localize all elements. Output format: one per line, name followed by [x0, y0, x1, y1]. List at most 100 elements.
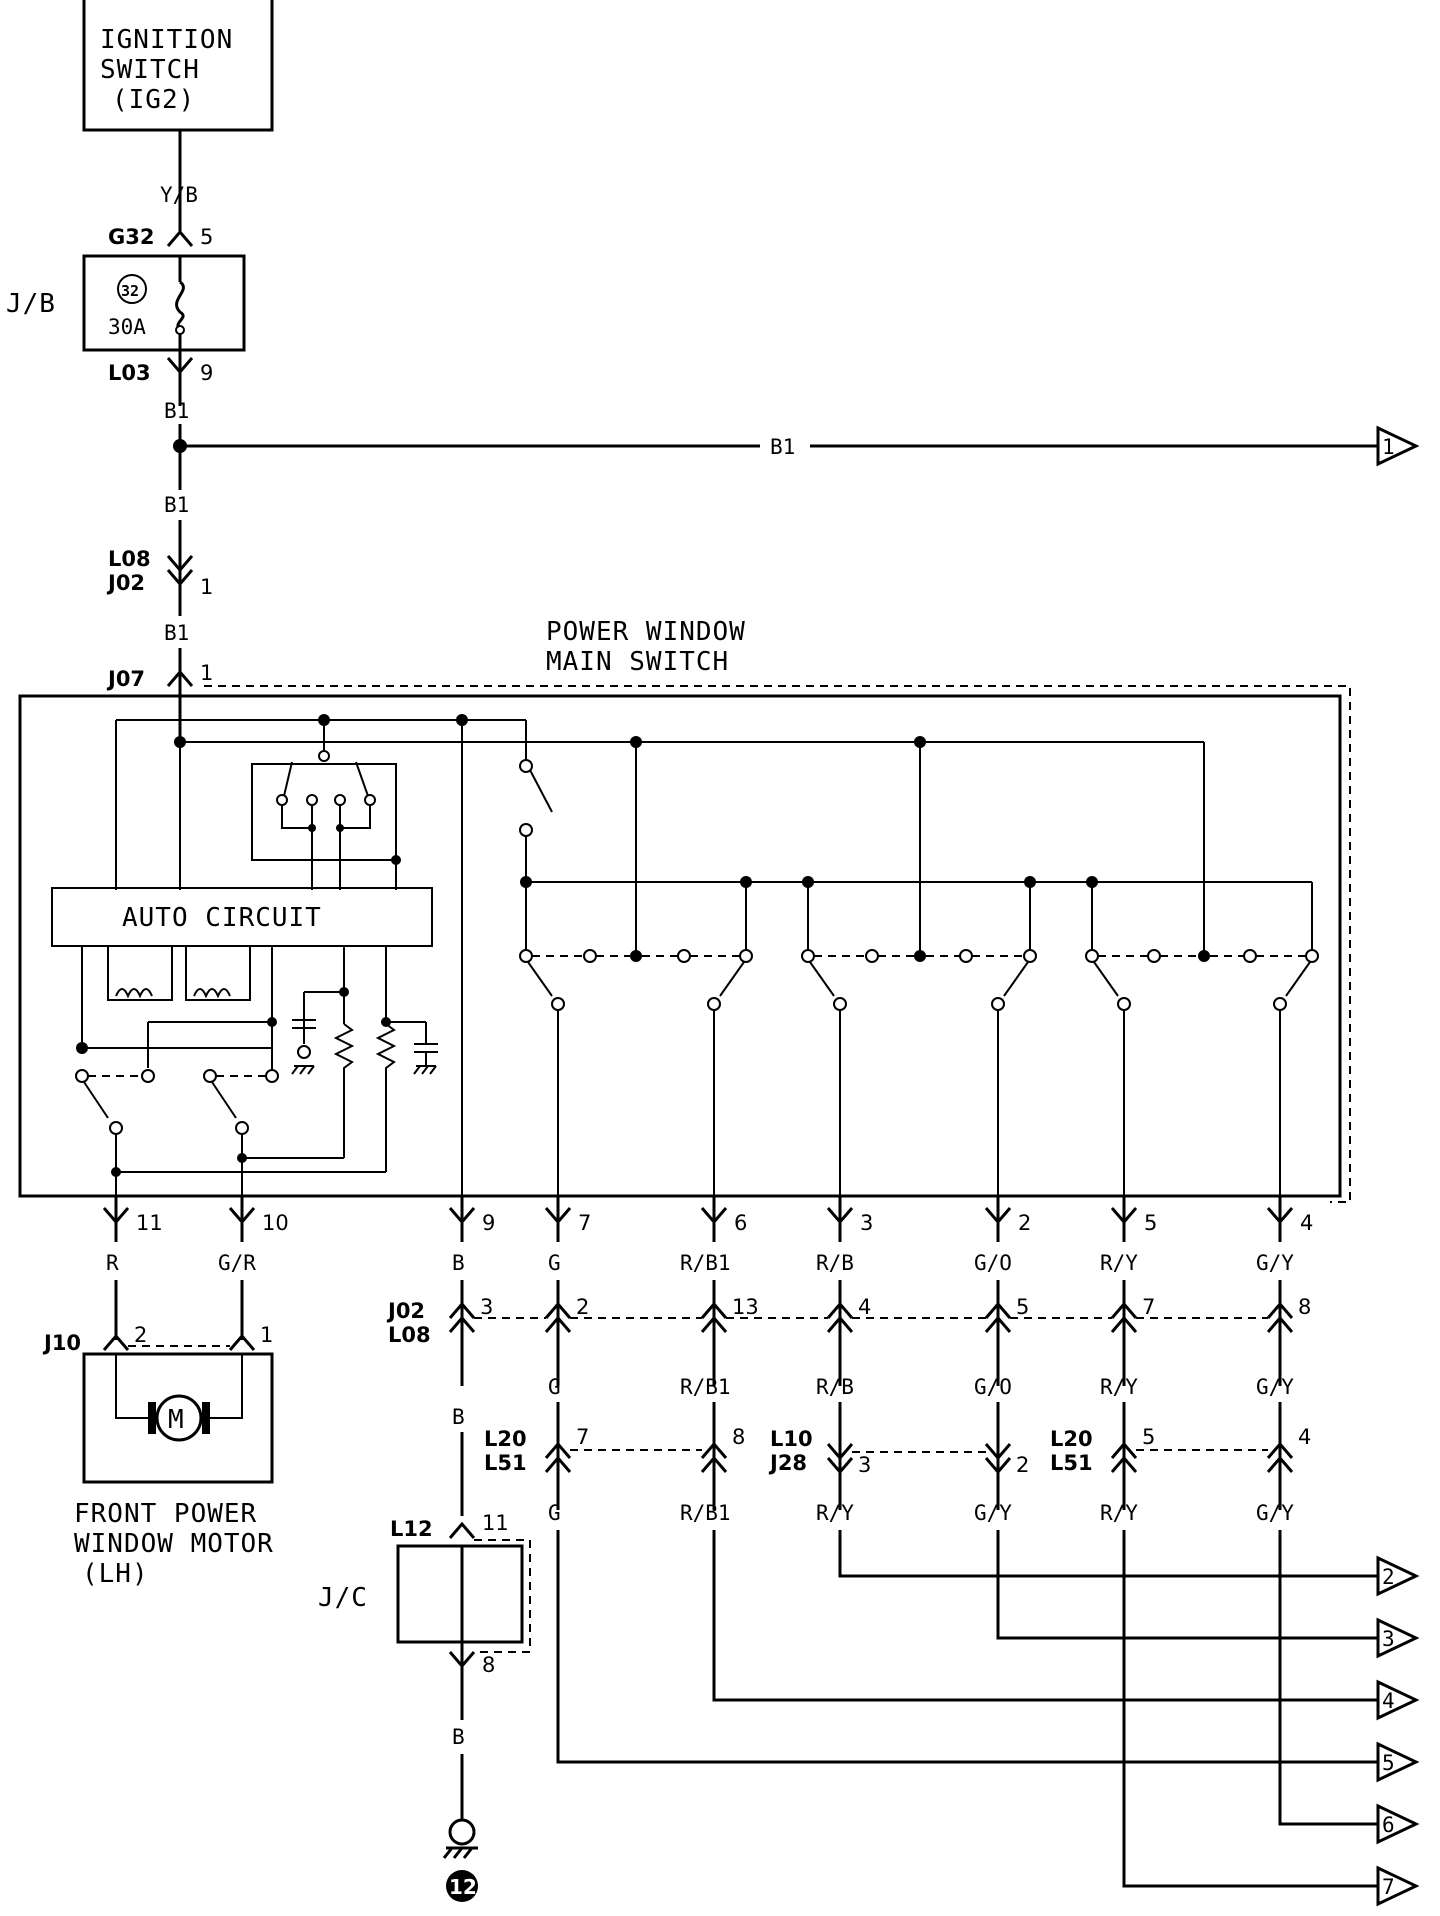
wire-label-b1-c: B1 [164, 621, 189, 645]
output-label-7: 7 [1382, 1875, 1395, 1899]
wire-gr: G/R [218, 1251, 256, 1275]
pin-l20-4: 4 [1298, 1425, 1311, 1449]
pin-sw-6: 6 [734, 1211, 747, 1235]
connector-label-l08-a: L08 [108, 547, 151, 571]
wire-r: R [106, 1251, 119, 1275]
fuse-number: 32 [121, 282, 139, 300]
output-label-4: 4 [1382, 1689, 1395, 1713]
pin-l10-3: 3 [858, 1453, 871, 1477]
junction-block: J/B 32 30A [6, 254, 246, 352]
pin-j10-1: 1 [260, 1323, 273, 1347]
wire-rb1: R/B1 [680, 1251, 731, 1275]
wire-ground-b: B [452, 1725, 465, 1749]
jc-label: J/C [318, 1583, 368, 1613]
connector-label-l10: L10 [770, 1427, 813, 1451]
connector-j07 [166, 669, 194, 687]
connector-label-g32: G32 [108, 225, 154, 249]
wire-label-yb: Y/B [160, 183, 198, 207]
connector-row-l20-l51: L20 L51 7 8 L10 J28 3 2 L20 L51 5 4 G R/… [460, 1402, 1311, 1525]
motor-label-2: WINDOW MOTOR [74, 1529, 274, 1559]
wire-low-gy-b: G/Y [1256, 1501, 1294, 1525]
output-label-2: 2 [1382, 1565, 1395, 1589]
front-power-window-motor: J10 2 1 M FRONT POWER WINDOW MOTOR (LH) [42, 1280, 274, 1589]
pin-sw-7: 7 [578, 1211, 591, 1235]
connector-row-j02-l08: J02 L08 3 2 13 4 5 7 8 G R/B1 R/B G/O R/… [386, 1280, 1311, 1429]
switch-output-pins: 11 10 9 7 6 3 2 5 4 R G/R B G R/B1 R/B G… [102, 1196, 1313, 1275]
pin-sw-2: 2 [1018, 1211, 1031, 1235]
connector-label-j07: J07 [106, 667, 145, 691]
pin-sw-4: 4 [1300, 1211, 1313, 1235]
ground-terminal [448, 1818, 476, 1846]
connector-label-l12: L12 [390, 1517, 433, 1541]
output-arrow-3 [1376, 1617, 1420, 1659]
fuse-rating: 30A [108, 315, 146, 339]
wire-g: G [548, 1251, 561, 1275]
switch-pair-3 [1085, 949, 1319, 1011]
main-switch-label-2: MAIN SWITCH [546, 647, 729, 677]
output-arrow-5 [1376, 1741, 1420, 1783]
wire-low-gy-a: G/Y [974, 1501, 1012, 1525]
switch-pair-2 [801, 949, 1037, 1011]
output-label-1: 1 [1382, 435, 1395, 459]
pin-sw-10: 10 [262, 1211, 289, 1235]
pin-sw-5: 5 [1144, 1211, 1157, 1235]
wire-ry: R/Y [1100, 1251, 1138, 1275]
pin-l10-2: 2 [1016, 1453, 1029, 1477]
power-window-main-switch: AUTO CIRCUIT [18, 685, 1351, 1203]
connector-g32 [166, 229, 194, 247]
pin-l20-7: 7 [576, 1425, 589, 1449]
ignition-label-1: IGNITION [100, 25, 233, 55]
wire-rb: R/B [816, 1251, 854, 1275]
wire-mid-ry: R/Y [1100, 1375, 1138, 1399]
wire-mid-rb1: R/B1 [680, 1375, 731, 1399]
output-label-5: 5 [1382, 1751, 1395, 1775]
pin-j02-4: 4 [858, 1295, 871, 1319]
ignition-label-3: (IG2) [112, 85, 195, 115]
wire-label-b1-b: B1 [164, 493, 189, 517]
output-arrow-7 [1376, 1865, 1420, 1907]
jb-label: J/B [6, 289, 56, 319]
connector-l03 [166, 357, 194, 375]
output-arrow-2 [1376, 1555, 1420, 1597]
wire-low-g: G [548, 1501, 561, 1525]
output-routing: 2 3 4 5 6 7 [556, 1530, 1420, 1907]
connector-label-l03: L03 [108, 361, 151, 385]
pin-j02-2: 2 [576, 1295, 589, 1319]
output-label-6: 6 [1382, 1813, 1395, 1837]
connector-label-j02-b: J02 [386, 1299, 425, 1323]
switch-pair-1 [519, 949, 753, 1011]
wire-low-ry-a: R/Y [816, 1501, 854, 1525]
ignition-label-2: SWITCH [100, 55, 200, 85]
joint-connector: L12 11 J/C 8 B 12 [318, 1511, 531, 1902]
wire-gy: G/Y [1256, 1251, 1294, 1275]
auto-circuit-label: AUTO CIRCUIT [122, 903, 322, 933]
ground-number-badge [446, 1870, 478, 1902]
pin-l08-j02-top: 1 [200, 575, 213, 599]
pin-l12: 11 [482, 1511, 509, 1535]
output-label-3: 3 [1382, 1627, 1395, 1651]
ignition-switch: IGNITION SWITCH (IG2) [82, 0, 274, 132]
connector-label-l20-a: L20 [484, 1427, 527, 1451]
connector-label-l51-b: L51 [1050, 1451, 1093, 1475]
output-arrow-1 [1376, 425, 1420, 467]
wire-mid-rb: R/B [816, 1375, 854, 1399]
connector-label-j28: J28 [768, 1451, 807, 1475]
pin-j02-3: 3 [480, 1295, 493, 1319]
output-arrow-4 [1376, 1679, 1420, 1721]
motor-label-3: (LH) [82, 1559, 149, 1589]
output-arrow-6 [1376, 1803, 1420, 1845]
wire-b: B [452, 1251, 465, 1275]
pin-l03: 9 [200, 361, 213, 385]
connector-label-l08-b: L08 [388, 1323, 431, 1347]
pin-j07: 1 [200, 661, 213, 685]
main-switch-label-1: POWER WINDOW [546, 617, 746, 647]
motor-label-1: FRONT POWER [74, 1499, 257, 1529]
wire-go: G/O [974, 1251, 1012, 1275]
ground-number: 12 [449, 1875, 477, 1899]
wire-mid-gy: G/Y [1256, 1375, 1294, 1399]
pin-jc-8: 8 [482, 1653, 495, 1677]
pin-g32: 5 [200, 225, 213, 249]
wire-mid-g: G [548, 1375, 561, 1399]
motor-symbol: M [168, 1405, 184, 1435]
